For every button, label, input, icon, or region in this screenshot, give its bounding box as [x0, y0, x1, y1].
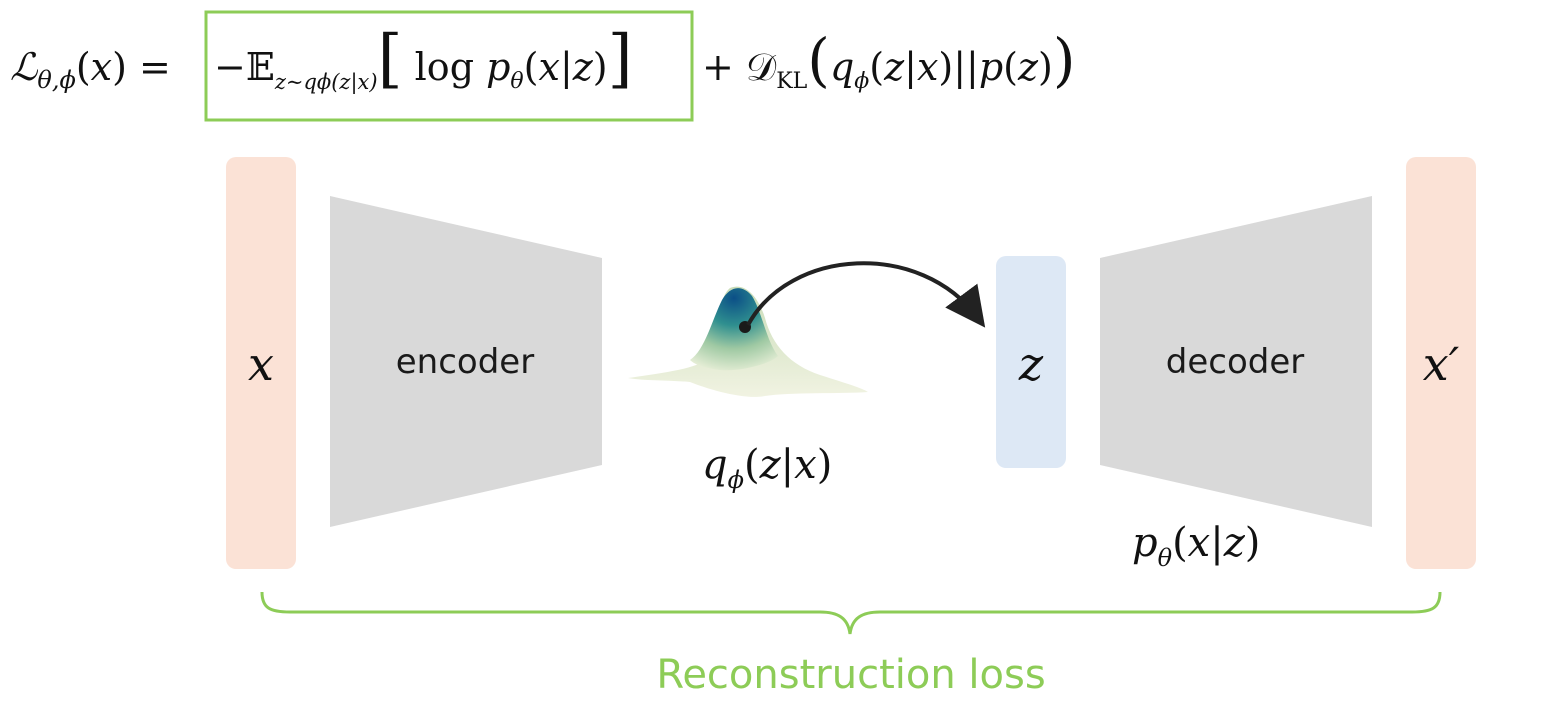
decoder-label: decoder [1166, 342, 1304, 382]
reconstruction-term-box [204, 10, 694, 122]
equation-lhs: ℒθ,ϕ(x) = [10, 45, 171, 94]
kl-term: + 𝒟KL(qϕ(z|x)||p(z)) [702, 26, 1075, 94]
reconstruction-loss-label: Reconstruction loss [656, 652, 1045, 698]
reconstruction-term: −𝔼z∼qϕ(z|x)[ log pθ(x|z)] [214, 22, 633, 96]
posterior-label: qϕ(z|x) [702, 442, 832, 494]
latent-label: z [1018, 337, 1044, 391]
input-label: x [248, 337, 274, 391]
likelihood-label: pθ(x|z) [1132, 520, 1260, 572]
input-block [226, 157, 296, 569]
encoder-label: encoder [396, 342, 534, 382]
decoder-block [1100, 196, 1372, 527]
reconstruction-brace [260, 591, 1442, 635]
gaussian-distribution-icon [628, 286, 868, 397]
loss-equation: ℒθ,ϕ(x) = −𝔼z∼qϕ(z|x)[ log pθ(x|z)] + 𝒟K… [10, 10, 1075, 122]
sampling-arrow [746, 261, 986, 328]
latent-block [996, 256, 1066, 468]
output-label: x′ [1423, 337, 1460, 391]
encoder-block [330, 196, 602, 527]
output-block [1406, 157, 1476, 569]
